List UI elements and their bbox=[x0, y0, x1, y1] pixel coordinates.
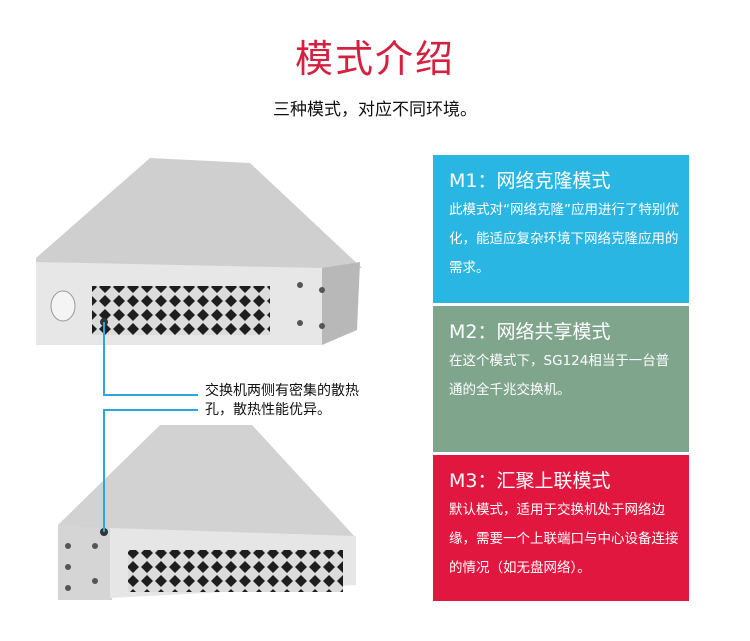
page-title: 模式介绍 bbox=[294, 37, 455, 81]
switch-top-view bbox=[36, 158, 362, 345]
mode-card-m2: M2：网络共享模式 在这个模式下，SG124相当于一台普通的全千兆交换机。 bbox=[433, 306, 689, 452]
mode-card-m1: M1：网络克隆模式 此模式对“网络克隆”应用进行了特别优化，能适应复杂环境下网络… bbox=[433, 155, 689, 303]
switch-bottom-view bbox=[58, 425, 356, 600]
mode-m1-title: M1：网络克隆模式 bbox=[449, 170, 611, 192]
vent-callout-text: 交换机两侧有密集的散热孔，散热性能优异。 bbox=[205, 383, 359, 418]
mode-m3-title: M3：汇聚上联模式 bbox=[449, 470, 611, 492]
mode-m3-description: 默认模式，适用于交换机处于网络边缘，需要一个上联端口与中心设备连接的情况（如无盘… bbox=[449, 502, 679, 576]
label-sticker-top bbox=[50, 290, 76, 322]
vent-holes-bottom bbox=[128, 550, 343, 592]
mode-card-m3: M3：汇聚上联模式 默认模式，适用于交换机处于网络边缘，需要一个上联端口与中心设… bbox=[433, 455, 689, 601]
callout-lines bbox=[103, 322, 198, 532]
page-subtitle: 三种模式，对应不同环境。 bbox=[273, 100, 477, 120]
mode-m1-description: 此模式对“网络克隆”应用进行了特别优化，能适应复杂环境下网络克隆应用的需求。 bbox=[449, 202, 679, 276]
mode-m2-title: M2：网络共享模式 bbox=[449, 321, 611, 343]
vent-holes-top bbox=[92, 286, 270, 335]
mode-m2-description: 在这个模式下，SG124相当于一台普通的全千兆交换机。 bbox=[449, 353, 670, 398]
